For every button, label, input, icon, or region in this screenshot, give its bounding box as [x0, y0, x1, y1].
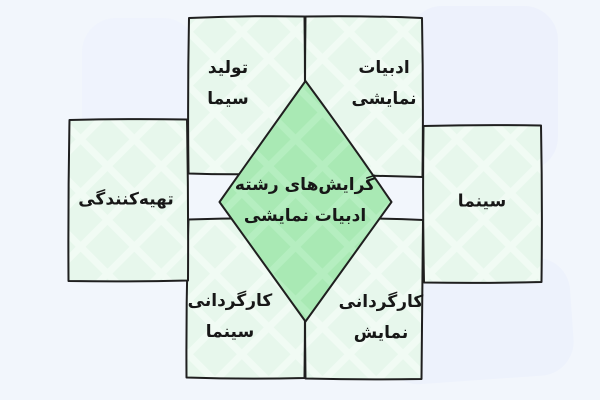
center-diamond [218, 80, 393, 323]
label-line: ادبیات نمایشی [243, 206, 367, 226]
branch-cinema-directing-label: کارگردانی سینما [188, 286, 273, 348]
label-line: تهیه‌کنندگی [78, 189, 174, 210]
label-line: کارگردانی [338, 292, 424, 312]
branch-producing-label: تهیه‌کنندگی [78, 185, 174, 216]
box-cinema [422, 124, 543, 284]
label-line: کارگردانی [187, 291, 273, 311]
label-line: سینما [205, 322, 255, 342]
label-line: نمایشی [351, 89, 417, 109]
branch-tv-production-label: تولید سیما [207, 53, 248, 115]
label-line: تولید [207, 58, 249, 78]
center-diamond-label: گرایش‌های رشته ادبیات نمایشی [235, 170, 375, 232]
label-line: سینما [457, 191, 507, 212]
label-line: ادبیات [358, 58, 410, 78]
box-producing [67, 118, 190, 283]
label-line: نمایش [353, 323, 409, 343]
branch-cinema-label: سینما [458, 187, 506, 218]
label-line: گرایش‌های رشته [234, 175, 376, 195]
branch-theater-directing-label: کارگردانی نمایش [339, 287, 424, 349]
branch-dramatic-literature-label: ادبیات نمایشی [351, 53, 416, 115]
label-line: سیما [207, 89, 249, 109]
